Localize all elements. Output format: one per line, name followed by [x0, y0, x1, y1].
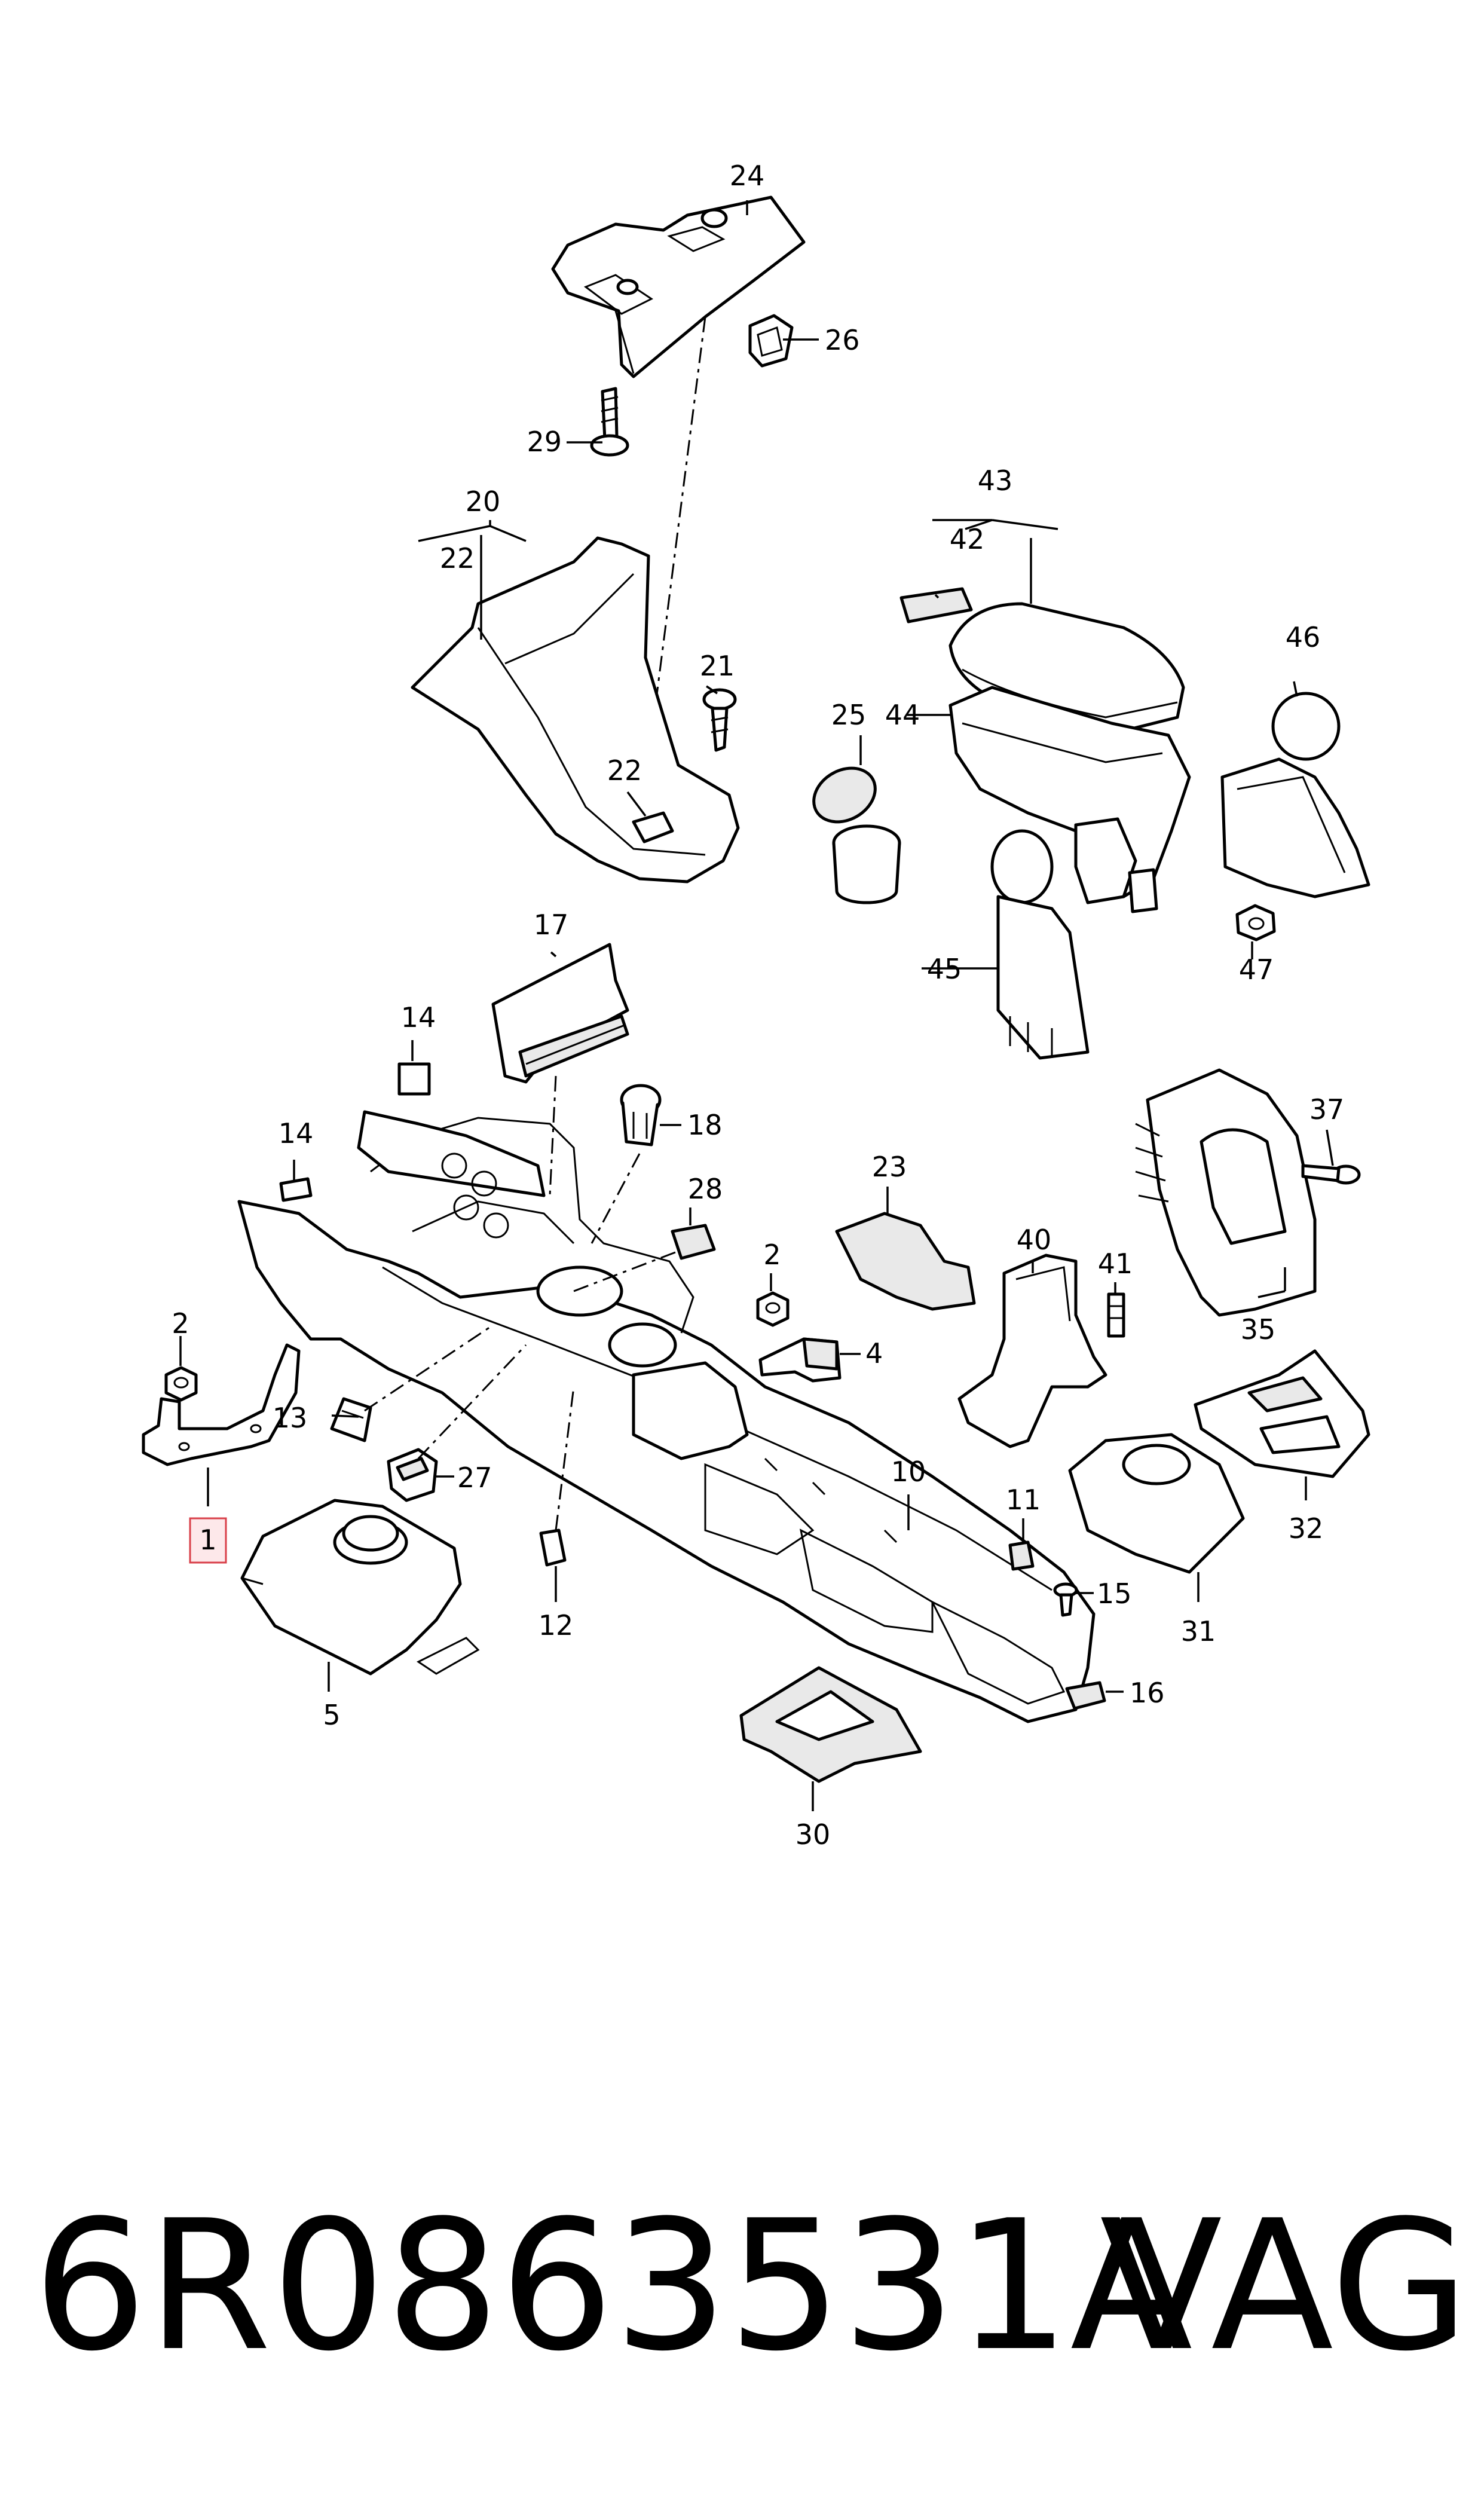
bracket-1	[142, 1343, 301, 1466]
screw-21	[702, 688, 737, 752]
screw-37	[1301, 1164, 1361, 1185]
callout-5: 5	[323, 1699, 340, 1731]
gear-boot-5	[240, 1499, 480, 1676]
callout-12: 12	[538, 1609, 574, 1641]
callout-45: 45	[927, 953, 962, 985]
armrest-support-45	[990, 829, 1090, 1060]
callout-22-lower: 22	[607, 754, 642, 787]
callout-37: 37	[1309, 1093, 1345, 1126]
brand-label: VAG	[1100, 2182, 1470, 2390]
storage-insert-17	[491, 943, 629, 1084]
switch-27	[387, 1448, 438, 1502]
trim-31	[1068, 1433, 1245, 1574]
callout-21: 21	[700, 650, 735, 682]
callout-29: 29	[527, 426, 562, 458]
callout-31: 31	[1181, 1615, 1216, 1647]
clip-26	[748, 314, 794, 368]
clip-4	[758, 1337, 842, 1383]
callout-22-upper: 22	[440, 542, 475, 574]
callout-32: 32	[1289, 1512, 1324, 1545]
callout-14-upper: 14	[401, 1001, 436, 1034]
callout-20: 20	[466, 485, 501, 518]
callout-13: 13	[273, 1402, 308, 1434]
callout-24: 24	[730, 160, 765, 192]
screw-41	[1107, 1292, 1125, 1338]
callout-10: 10	[891, 1456, 926, 1488]
clip-16	[1065, 1681, 1106, 1710]
nut-2-left	[164, 1366, 198, 1402]
screw-29	[590, 387, 629, 457]
callout-44: 44	[885, 699, 920, 731]
callout-30: 30	[795, 1818, 831, 1851]
callout-43: 43	[978, 464, 1013, 497]
callout-15: 15	[1097, 1578, 1132, 1610]
centre-trim-20	[411, 536, 740, 883]
callout-40: 40	[1017, 1224, 1052, 1256]
nut-47	[1235, 904, 1276, 941]
hinge-bracket-46	[1220, 692, 1370, 898]
trim-32	[1194, 1349, 1370, 1478]
callout-47: 47	[1239, 953, 1274, 986]
leader-lines	[179, 200, 1334, 1811]
callout-16: 16	[1130, 1677, 1165, 1709]
label-14-upper	[397, 1062, 431, 1096]
assembly-line-27	[417, 1344, 527, 1460]
callout-2-left: 2	[172, 1307, 189, 1340]
callout-25: 25	[831, 699, 867, 731]
assembly-line-17	[549, 1075, 557, 1196]
callout-11: 11	[1006, 1484, 1041, 1516]
callout-17: 17	[534, 909, 569, 941]
callout-4: 4	[865, 1337, 883, 1369]
lamp-18	[620, 1084, 662, 1147]
side-trim-panel	[357, 1110, 546, 1239]
cap-28	[671, 1224, 716, 1260]
callout-26: 26	[825, 324, 860, 356]
assembly-line-28	[573, 1251, 676, 1292]
trim-30	[739, 1666, 922, 1783]
assembly-line-12	[555, 1386, 575, 1531]
callout-42: 42	[950, 523, 985, 555]
bracket-40	[957, 1254, 1107, 1448]
screw-15	[1053, 1582, 1078, 1617]
callout-14-lower: 14	[279, 1117, 314, 1150]
callout-2-mid: 2	[763, 1239, 781, 1271]
callout-35: 35	[1241, 1313, 1276, 1346]
clip-13	[330, 1397, 372, 1442]
assembly-line-13	[364, 1326, 491, 1412]
clip-11	[1008, 1540, 1035, 1571]
exploded-parts-diagram: 24 26 29 20 22 21 22 43 42 44 25 46 45 4…	[142, 160, 1370, 1851]
callout-labels: 24 26 29 20 22 21 22 43 42 44 25 46 45 4…	[172, 160, 1344, 1851]
armrest-cover-42	[899, 587, 973, 623]
label-14-lower	[279, 1177, 313, 1202]
callout-46: 46	[1286, 621, 1321, 653]
nut-2-mid	[756, 1291, 790, 1327]
callout-18: 18	[687, 1109, 723, 1141]
storage-tray-24	[551, 195, 806, 378]
assembly-line-18	[590, 1153, 641, 1244]
clip-12	[539, 1528, 567, 1567]
callout-41: 41	[1098, 1248, 1133, 1280]
part-number: 6R0863531A	[33, 2182, 1193, 2390]
callout-28: 28	[688, 1173, 723, 1205]
callout-1: 1	[199, 1524, 216, 1556]
cover-23	[835, 1212, 976, 1311]
highlight-box-part-1	[189, 1517, 227, 1564]
callout-23: 23	[872, 1151, 907, 1183]
armrest-base-44	[948, 686, 1191, 913]
trim-35	[1135, 1068, 1317, 1317]
cup-holder-25	[812, 766, 901, 904]
callout-27: 27	[457, 1462, 492, 1494]
